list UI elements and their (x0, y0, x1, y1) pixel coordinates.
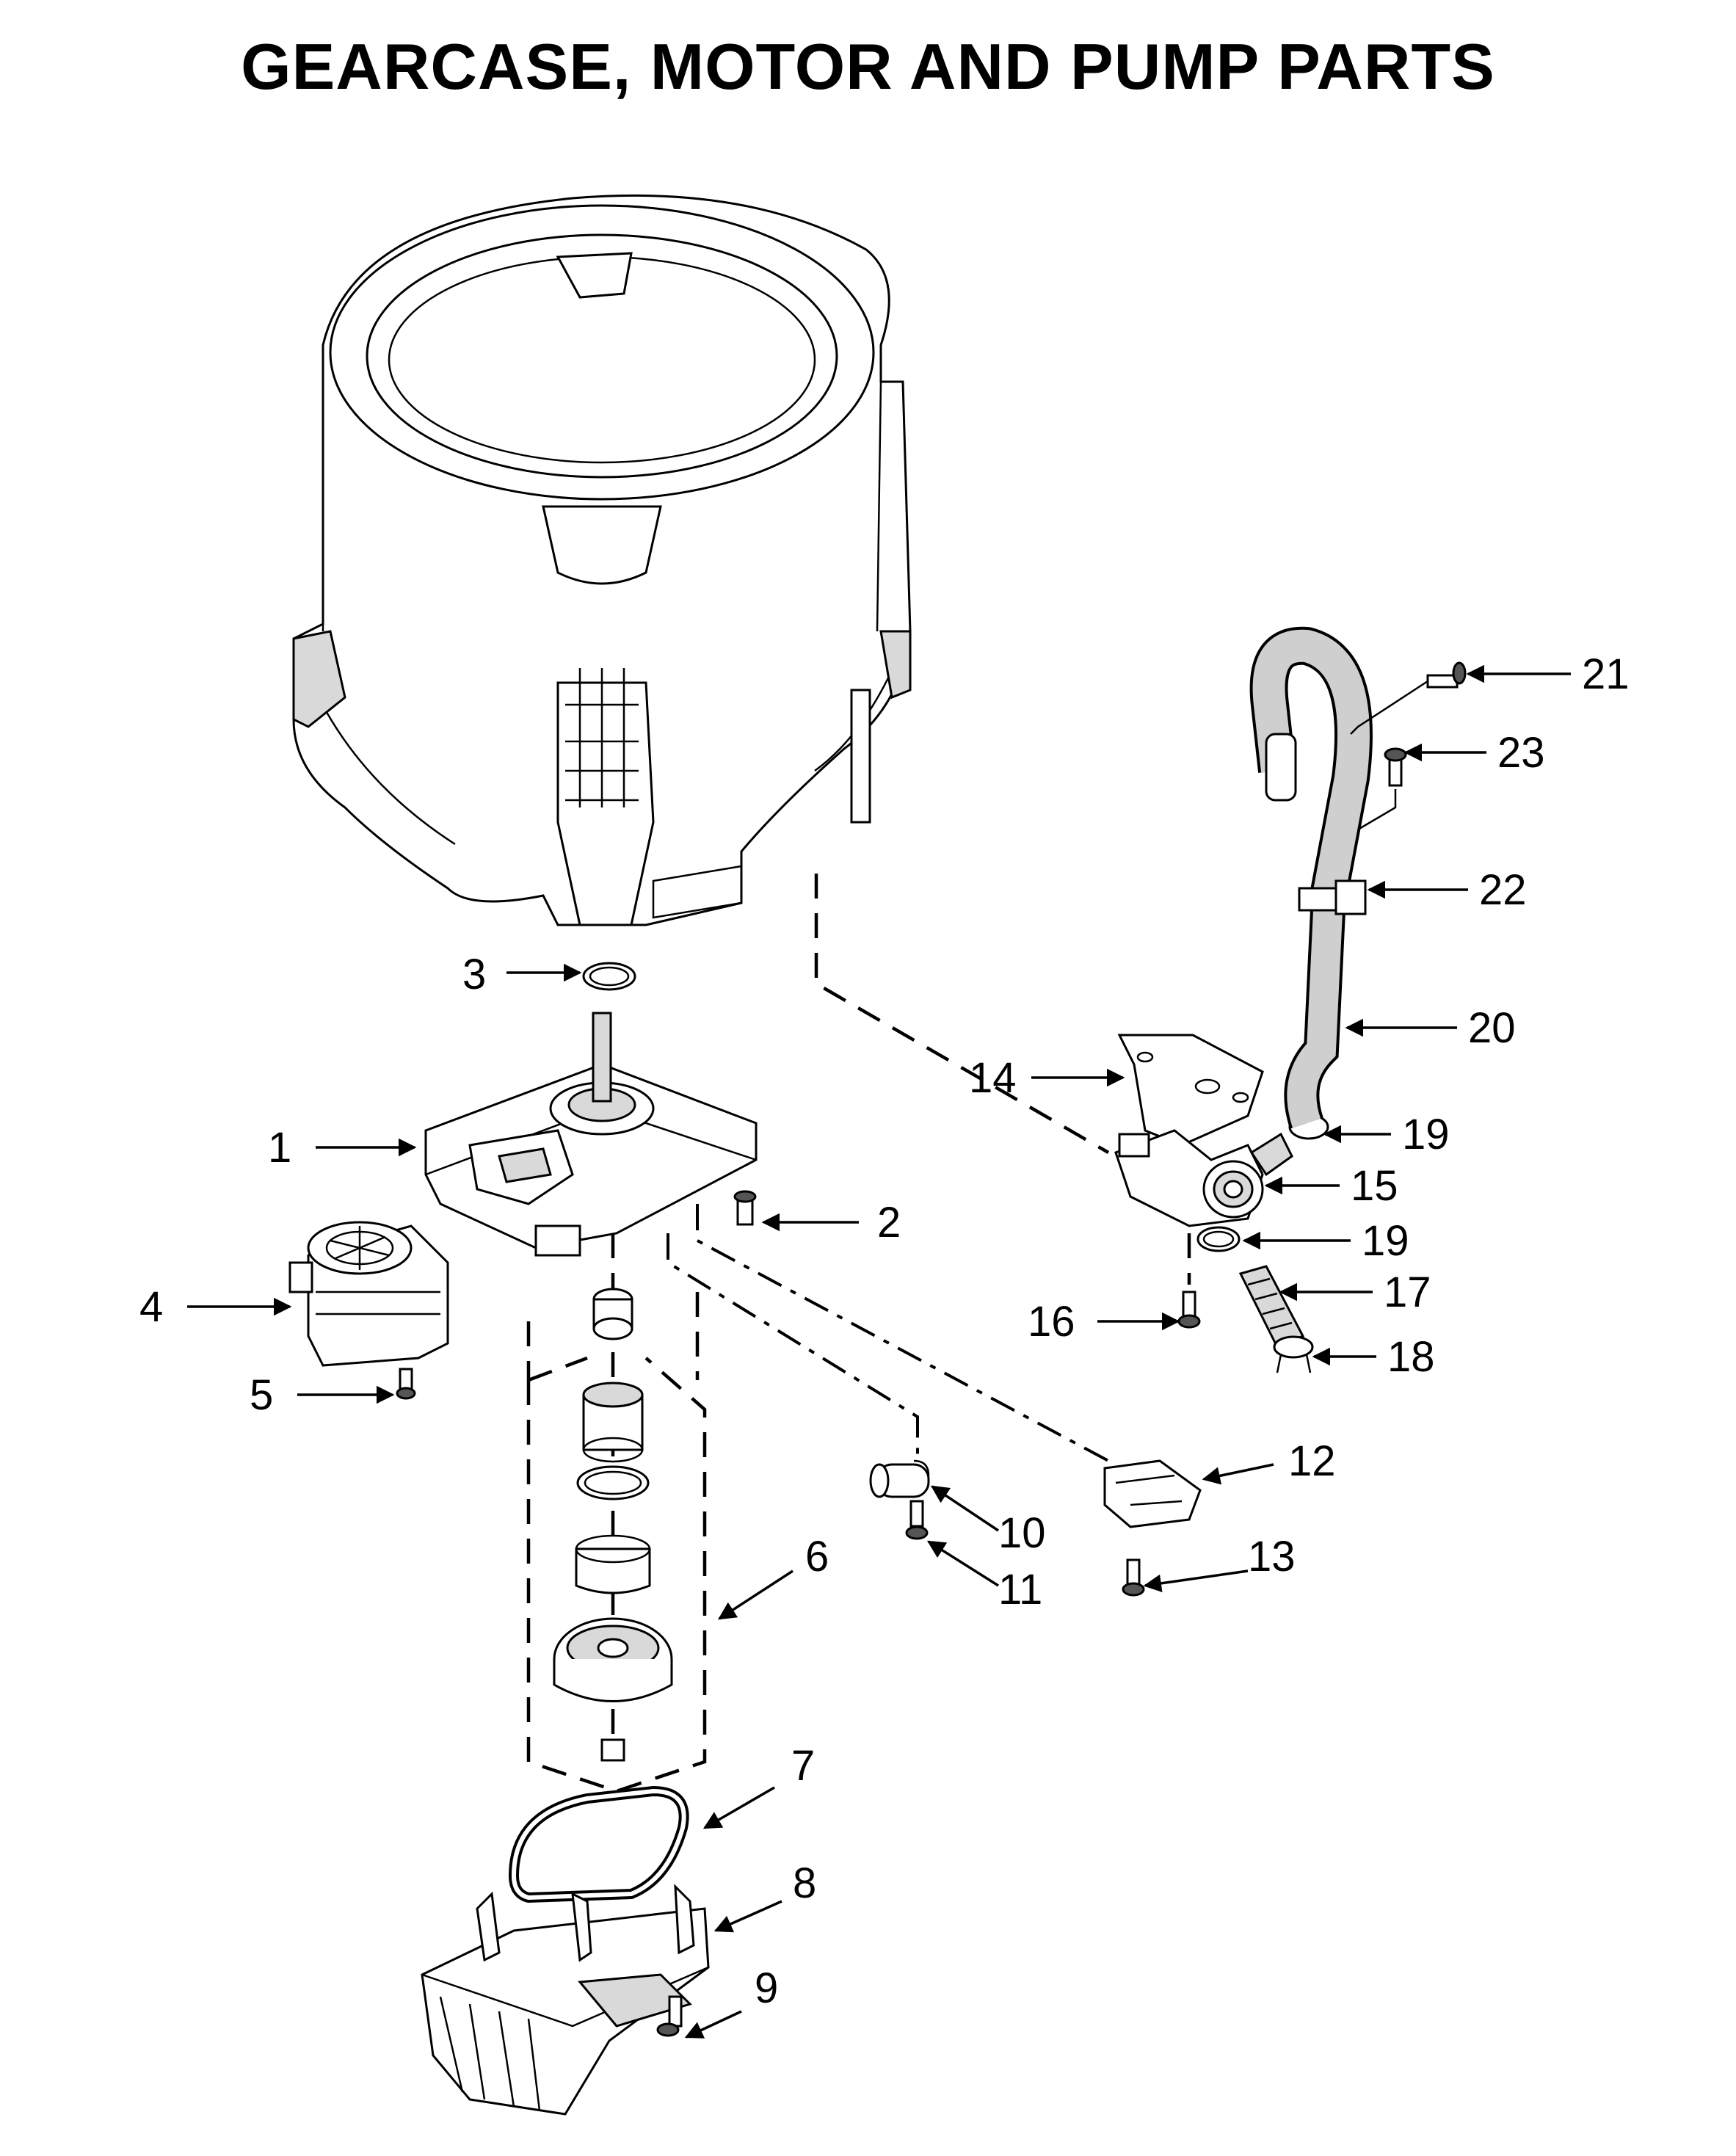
callout-10: 10 (998, 1509, 1046, 1557)
callout-9: 9 (755, 1964, 778, 2012)
clamp-ring-lower (1196, 1226, 1241, 1252)
base-shield (421, 1884, 710, 2116)
callout-1: 1 (268, 1124, 291, 1172)
screw-part-23 (1357, 747, 1407, 831)
switch-part-12 (1103, 1459, 1202, 1528)
callout-13: 13 (1248, 1533, 1296, 1580)
hose-part-17 (1238, 1265, 1305, 1349)
callout-11: 11 (998, 1566, 1042, 1614)
callout-leaders (187, 664, 1571, 2039)
gearcase (424, 1012, 758, 1257)
callout-17: 17 (1384, 1268, 1431, 1316)
screw-part-13 (1122, 1558, 1145, 1597)
drive-motor (288, 1221, 449, 1367)
callout-18: 18 (1387, 1333, 1435, 1381)
callout-20: 20 (1468, 1004, 1516, 1052)
callout-3: 3 (462, 951, 486, 998)
diagram-title: GEARCASE, MOTOR AND PUMP PARTS (241, 30, 1495, 103)
callout-2: 2 (877, 1199, 901, 1246)
sensor-part-10 (869, 1459, 930, 1498)
callout-19-lower: 19 (1362, 1217, 1409, 1265)
callout-21: 21 (1582, 650, 1630, 698)
callout-7: 7 (791, 1742, 815, 1790)
callout-12: 12 (1288, 1437, 1336, 1485)
callout-8: 8 (793, 1859, 816, 1907)
pulley-assembly (553, 1288, 673, 1762)
screw-part-2 (733, 1190, 757, 1226)
screw-part-21 (1350, 661, 1467, 735)
callout-23: 23 (1497, 729, 1545, 777)
callout-22: 22 (1479, 866, 1527, 914)
callout-15: 15 (1351, 1162, 1398, 1210)
screw-part-11 (905, 1500, 929, 1540)
clip-part-22 (1334, 879, 1367, 915)
callout-5: 5 (250, 1371, 273, 1419)
clamp-part-18 (1273, 1335, 1314, 1373)
callout-19-upper: 19 (1402, 1111, 1450, 1158)
callout-16: 16 (1028, 1298, 1075, 1346)
callout-14: 14 (969, 1054, 1017, 1102)
callout-4: 4 (139, 1283, 163, 1331)
callout-6: 6 (805, 1533, 829, 1580)
gasket-part-14 (1117, 1034, 1264, 1147)
screw-part-16 (1177, 1291, 1201, 1329)
screw-part-5 (396, 1368, 416, 1400)
outer-tub (292, 194, 912, 926)
drive-belt (508, 1785, 689, 1903)
drain-pump (1114, 1129, 1293, 1227)
callout-numbers: 1 2 3 4 5 6 7 8 9 10 11 12 13 14 15 16 1… (139, 650, 1630, 2012)
screw-part-9 (656, 1995, 683, 2037)
